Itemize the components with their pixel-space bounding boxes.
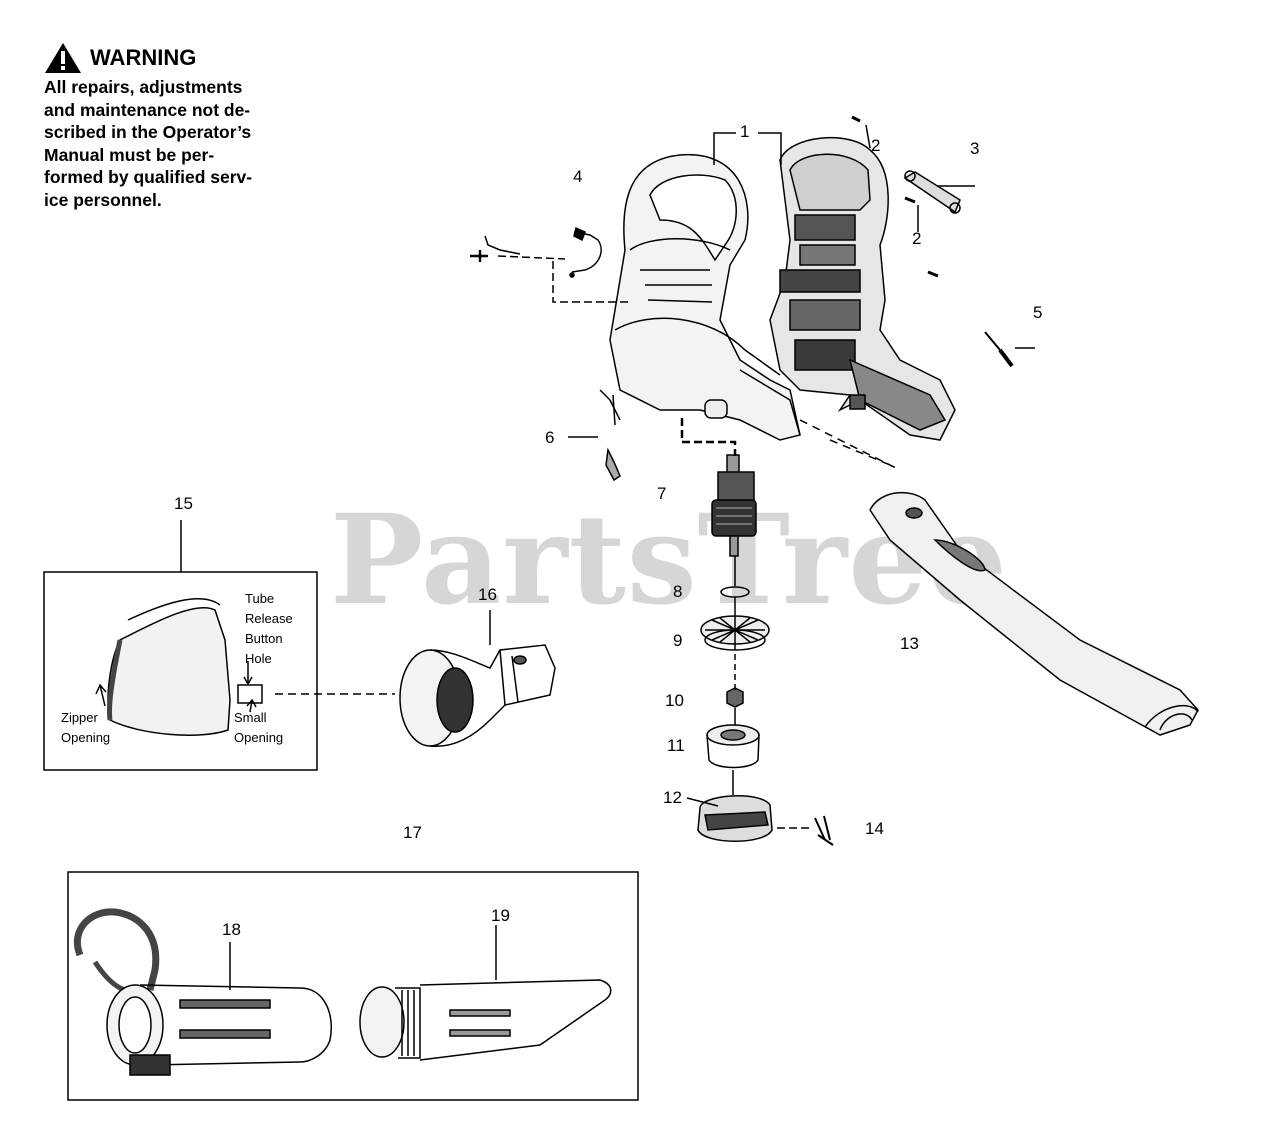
label-zipper-opening: Opening	[61, 730, 110, 745]
cord-part-4	[470, 226, 602, 278]
housing-right	[769, 137, 956, 441]
warning-line: formed by qualified serv-	[44, 167, 253, 187]
warning-title: WARNING	[44, 42, 288, 74]
callout-11: 11	[667, 736, 685, 755]
callout-10: 10	[665, 691, 684, 710]
leader-lines	[95, 124, 1035, 990]
callout-15: 15	[174, 494, 193, 513]
motor-part-7	[711, 454, 757, 557]
warning-block: WARNING All repairs, adjustments and mai…	[44, 42, 288, 211]
tube-part-13	[869, 491, 1199, 736]
screw-part-14	[814, 815, 834, 846]
callout-16: 16	[478, 585, 497, 604]
callout-12: 12	[663, 788, 682, 807]
leader-12b	[686, 797, 719, 807]
callout-14: 14	[865, 819, 884, 838]
callout-4: 4	[573, 167, 582, 186]
callout-17: 17	[403, 823, 422, 842]
callout-2a: 2	[871, 136, 880, 155]
label-small-opening: Opening	[234, 730, 283, 745]
warning-line: All repairs, adjustments	[44, 77, 243, 97]
warning-line: and maintenance not de-	[44, 99, 251, 120]
leader-4	[497, 255, 628, 303]
leader-2a	[865, 124, 871, 149]
callout-13: 13	[900, 634, 919, 653]
arrow-zipper	[95, 683, 107, 707]
warning-triangle-icon	[45, 43, 81, 73]
label-tube: Tube	[245, 591, 274, 606]
callout-6: 6	[545, 428, 554, 447]
vacuum-tube-part-18	[74, 908, 332, 1076]
warning-line: ice personnel.	[44, 189, 162, 210]
label-small: Small	[234, 710, 267, 725]
screw-part-6	[605, 394, 621, 482]
leader-13	[799, 419, 901, 471]
warning-line: Manual must be per-	[44, 144, 215, 165]
label-release: Release	[245, 611, 293, 626]
callout-numbers: 1 2 3 4 2 5 6 7 8 9 10 11 12 13 14 15 16…	[174, 122, 1042, 939]
callout-3: 3	[970, 139, 979, 158]
arrow-tube-hole	[243, 661, 253, 686]
screw-2-mid	[904, 196, 916, 204]
screw-2-low	[927, 270, 939, 278]
spacer-part-11	[706, 724, 760, 769]
leader-7	[680, 418, 737, 456]
callout-7: 7	[657, 484, 666, 503]
label-zipper: Zipper	[61, 710, 99, 725]
label-button: Button	[245, 631, 283, 646]
nut-part-10	[726, 687, 744, 708]
screw-2-top	[851, 115, 861, 123]
callout-2b: 2	[912, 229, 921, 248]
callout-19: 19	[491, 906, 510, 925]
screw-part-5	[984, 331, 1014, 368]
inset-labels: Tube Release Button Hole Zipper Opening …	[61, 591, 293, 745]
washer-part-8	[720, 586, 750, 598]
leader-1	[713, 132, 782, 165]
inset-box-17	[67, 871, 639, 1101]
bag-part-15	[107, 598, 263, 736]
cover-part-12	[697, 795, 773, 842]
arrow-small	[246, 698, 257, 713]
handle-part-3	[903, 170, 961, 214]
callout-9: 9	[673, 631, 682, 650]
warning-title-text: WARNING	[90, 45, 197, 70]
housing-left	[599, 154, 801, 441]
adapter-part-16	[399, 644, 556, 748]
callout-8: 8	[673, 582, 682, 601]
warning-line: scribed in the Operator’s	[44, 122, 252, 142]
label-hole: Hole	[245, 651, 272, 666]
nozzle-part-19	[359, 979, 612, 1061]
callout-1: 1	[740, 122, 749, 141]
callout-18: 18	[222, 920, 241, 939]
callout-5: 5	[1033, 303, 1042, 322]
warning-text: All repairs, adjustments and maintenance…	[44, 76, 288, 211]
